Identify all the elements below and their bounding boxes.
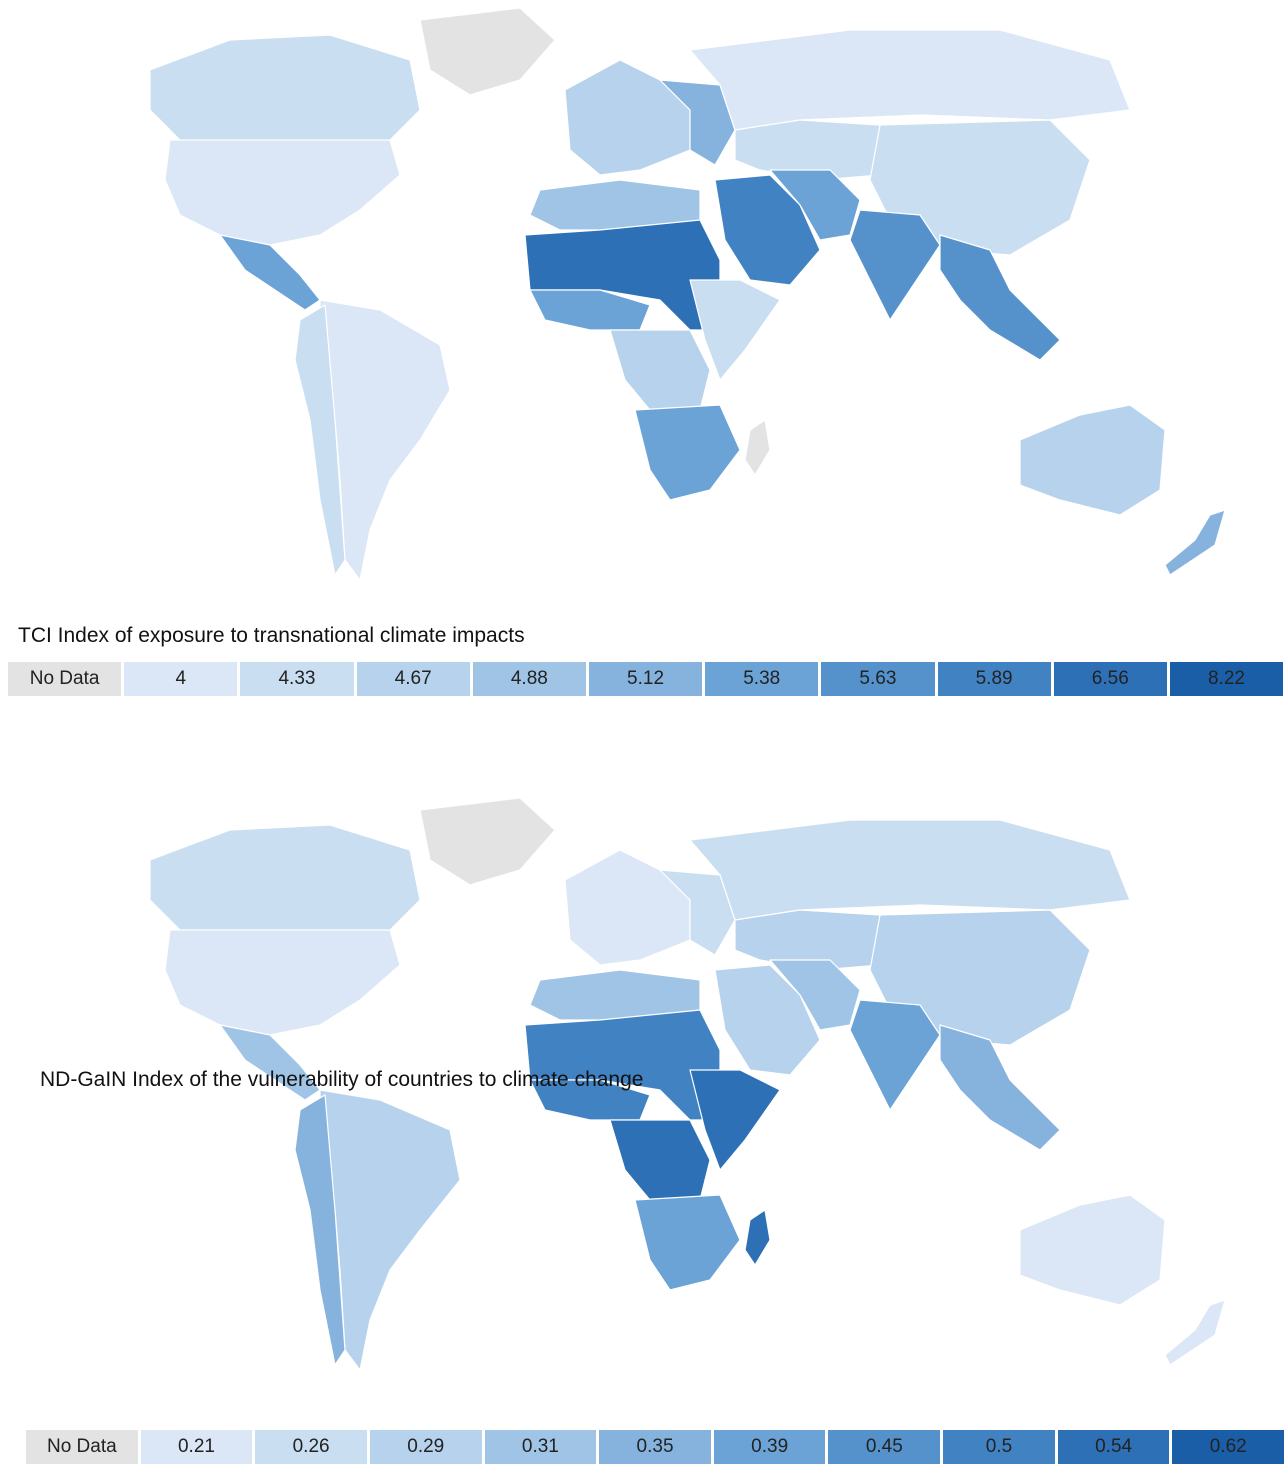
region-australia[interactable] bbox=[1019, 1194, 1166, 1306]
region-madagascar[interactable] bbox=[744, 1209, 771, 1266]
region-greenland[interactable] bbox=[419, 797, 556, 886]
legend-cell: 5.63 bbox=[821, 662, 935, 696]
legend-cell: 0.26 bbox=[255, 1430, 367, 1464]
legend-cell: 0.54 bbox=[1057, 1430, 1170, 1464]
legend-cell: 0.45 bbox=[828, 1430, 941, 1464]
legend-cell: 0.21 bbox=[140, 1430, 253, 1464]
region-central-asia[interactable] bbox=[734, 909, 881, 971]
tci-map-panel bbox=[0, 0, 1287, 600]
region-west-africa[interactable] bbox=[529, 289, 651, 331]
region-india[interactable] bbox=[849, 209, 941, 321]
region-greenland[interactable] bbox=[419, 7, 556, 96]
legend-cell: 0.31 bbox=[484, 1430, 597, 1464]
region-new-zealand[interactable] bbox=[1164, 509, 1226, 576]
region-north-america[interactable] bbox=[164, 139, 401, 246]
region-iran[interactable] bbox=[769, 959, 861, 1031]
ndgain-map-panel bbox=[0, 770, 1287, 1390]
region-australia[interactable] bbox=[1019, 404, 1166, 516]
region-se-asia[interactable] bbox=[939, 234, 1061, 361]
region-se-asia[interactable] bbox=[939, 1024, 1061, 1151]
region-canada[interactable] bbox=[149, 34, 421, 151]
legend-cell: 0.29 bbox=[369, 1430, 482, 1464]
region-east-africa[interactable] bbox=[689, 1069, 781, 1171]
region-china[interactable] bbox=[869, 909, 1091, 1046]
region-europe[interactable] bbox=[564, 59, 691, 176]
region-southern-africa[interactable] bbox=[634, 404, 741, 501]
region-india[interactable] bbox=[849, 999, 941, 1111]
region-iran[interactable] bbox=[769, 169, 861, 241]
region-central-asia[interactable] bbox=[734, 119, 881, 181]
ndgain-world-map bbox=[149, 797, 1226, 1371]
region-central-america[interactable] bbox=[219, 234, 321, 311]
legend-cell: 4.88 bbox=[472, 662, 586, 696]
region-southern-africa[interactable] bbox=[634, 1194, 741, 1291]
tci-world-map bbox=[149, 7, 1226, 581]
region-andes[interactable] bbox=[294, 1094, 346, 1366]
region-north-america[interactable] bbox=[164, 929, 401, 1036]
legend-cell-no-data: No Data bbox=[26, 1430, 138, 1464]
region-canada[interactable] bbox=[149, 824, 421, 941]
region-new-zealand[interactable] bbox=[1164, 1299, 1226, 1366]
legend-cell: 5.89 bbox=[937, 662, 1051, 696]
region-central-africa[interactable] bbox=[609, 329, 711, 411]
region-andes[interactable] bbox=[294, 304, 346, 576]
region-middle-east[interactable] bbox=[714, 964, 821, 1076]
legend-cell: 6.56 bbox=[1053, 662, 1167, 696]
legend-cell: 0.62 bbox=[1172, 1430, 1285, 1464]
legend-cell: 4 bbox=[124, 662, 238, 696]
region-central-africa[interactable] bbox=[609, 1119, 711, 1201]
region-russia[interactable] bbox=[689, 819, 1131, 921]
legend-cell: 4.33 bbox=[240, 662, 354, 696]
legend-cell: 0.35 bbox=[599, 1430, 711, 1464]
region-middle-east[interactable] bbox=[714, 174, 821, 286]
legend-cell: 8.22 bbox=[1169, 662, 1284, 696]
legend-cell: 0.39 bbox=[713, 1430, 826, 1464]
legend-cell: 0.5 bbox=[943, 1430, 1055, 1464]
region-china[interactable] bbox=[869, 119, 1091, 256]
region-madagascar[interactable] bbox=[744, 419, 771, 476]
region-east-africa[interactable] bbox=[689, 279, 781, 381]
region-russia[interactable] bbox=[689, 29, 1131, 131]
legend-cell: 5.38 bbox=[705, 662, 819, 696]
ndgain-legend-title: ND-GaIN Index of the vulnerability of co… bbox=[40, 1068, 644, 1091]
region-europe[interactable] bbox=[564, 849, 691, 966]
legend-cell: 5.12 bbox=[588, 662, 703, 696]
tci-legend-title: TCI Index of exposure to transnational c… bbox=[18, 624, 525, 647]
legend-cell-no-data: No Data bbox=[8, 662, 122, 696]
legend-cell: 4.67 bbox=[356, 662, 470, 696]
region-central-america[interactable] bbox=[219, 1024, 321, 1101]
